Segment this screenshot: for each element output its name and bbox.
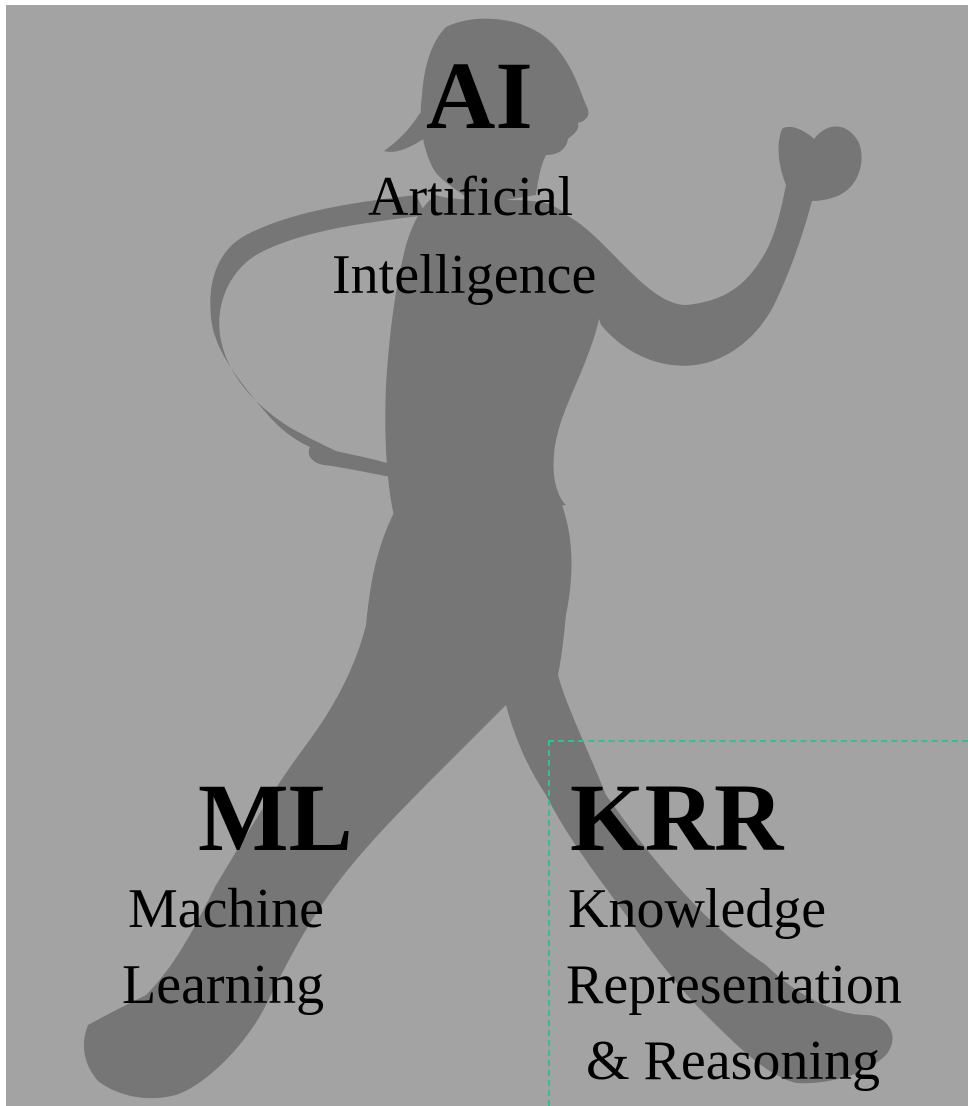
- silhouette-hair: [384, 113, 442, 152]
- krr-full-name-line-3: & Reasoning: [586, 1030, 880, 1092]
- ml-full-name-line-2: Learning: [122, 954, 325, 1016]
- silhouette-figure: [83, 18, 893, 1099]
- silhouette-legs: [83, 490, 893, 1099]
- silhouette-front-arm: [566, 126, 862, 366]
- krr-full-name-line-2: Representation: [566, 954, 902, 1016]
- krr-full-name-line-1: Knowledge: [568, 878, 827, 940]
- running-woman-silhouette: [6, 5, 968, 1106]
- krr-abbreviation: KRR: [570, 764, 784, 871]
- diagram-panel: [6, 5, 968, 1106]
- ml-abbreviation: ML: [198, 764, 353, 871]
- krr-dashed-boundary: [548, 740, 968, 1106]
- ai-full-name-line-1: Artificial: [368, 166, 574, 228]
- ai-full-name-line-2: Intelligence: [332, 244, 597, 306]
- ai-abbreviation: AI: [426, 42, 533, 149]
- silhouette-torso: [385, 195, 603, 525]
- ml-full-name-line-1: Machine: [128, 878, 324, 940]
- silhouette-head: [420, 18, 589, 206]
